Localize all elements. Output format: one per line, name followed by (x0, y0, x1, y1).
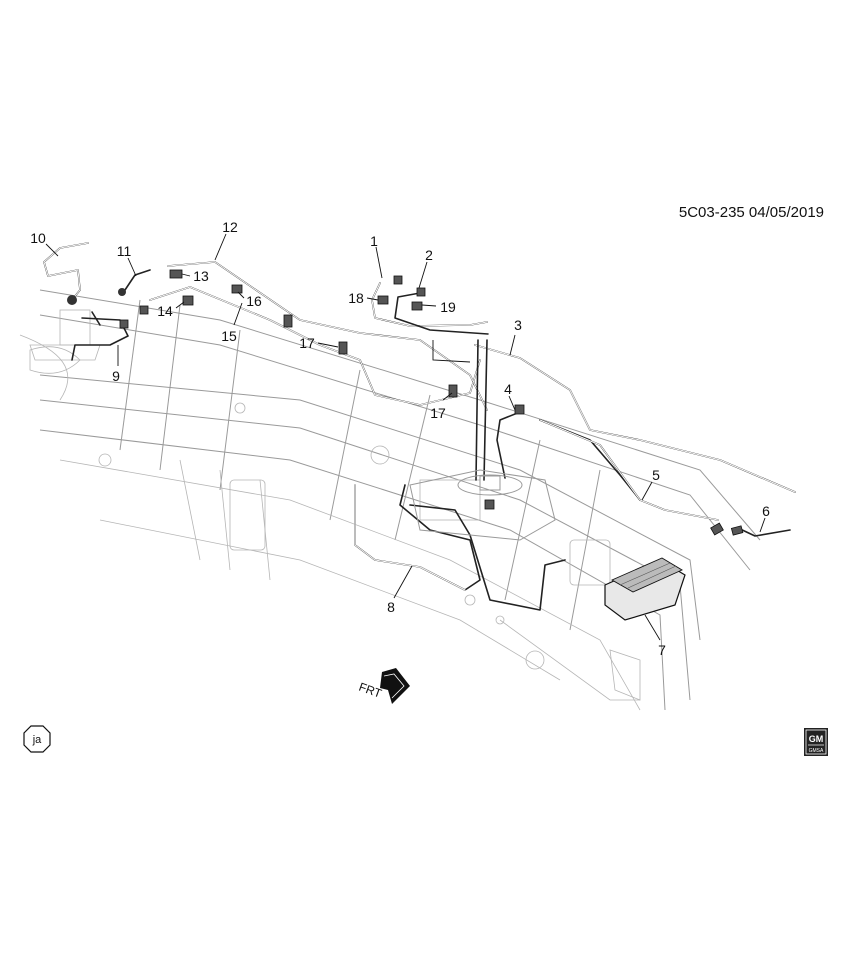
language-badge: ja (23, 725, 51, 753)
callout-14: 14 (157, 301, 185, 319)
callout-7: 7 (644, 614, 666, 658)
svg-text:4: 4 (504, 381, 512, 397)
hose-10 (43, 242, 89, 305)
svg-text:15: 15 (221, 328, 237, 344)
callout-5: 5 (641, 467, 660, 501)
callout-3: 3 (509, 317, 522, 356)
callout-9: 9 (112, 345, 120, 384)
line-12 (167, 261, 488, 411)
callout-4: 4 (504, 381, 516, 411)
svg-text:3: 3 (514, 317, 522, 333)
svg-text:19: 19 (440, 299, 456, 315)
line-5 (539, 419, 719, 521)
fuel-tank (409, 469, 556, 541)
callout-17a: 17 (299, 335, 339, 351)
line-vertical (432, 339, 488, 481)
front-direction-indicator: FRT (357, 668, 410, 704)
callouts: 1 2 3 4 5 6 7 8 (30, 219, 770, 658)
svg-text:11: 11 (117, 243, 132, 259)
line-3 (474, 344, 796, 493)
svg-text:8: 8 (387, 599, 395, 615)
callout-8: 8 (387, 565, 413, 615)
callout-12: 12 (214, 219, 238, 261)
line-1 (371, 282, 488, 327)
line-15 (149, 286, 481, 406)
chassis-frame (19, 289, 761, 711)
callout-17b: 17 (430, 392, 453, 421)
callout-16: 16 (237, 291, 262, 309)
line-8 (354, 484, 566, 611)
callout-15: 15 (221, 302, 243, 344)
svg-text:18: 18 (348, 290, 364, 306)
svg-text:9: 9 (112, 368, 120, 384)
svg-text:13: 13 (193, 268, 209, 284)
svg-text:14: 14 (157, 303, 173, 319)
svg-text:12: 12 (222, 219, 238, 235)
gm-logo: GM GMSA (804, 728, 828, 756)
callout-10: 10 (30, 230, 59, 257)
svg-text:FRT: FRT (357, 680, 384, 701)
svg-text:6: 6 (762, 503, 770, 519)
svg-text:16: 16 (246, 293, 262, 309)
callout-13: 13 (181, 268, 209, 284)
svg-text:GMSA: GMSA (809, 748, 824, 754)
reference-label: 5C03-235 04/05/2019 (679, 204, 824, 221)
svg-text:7: 7 (658, 642, 666, 658)
callout-6: 6 (759, 503, 770, 533)
callout-2: 2 (418, 247, 433, 289)
svg-text:2: 2 (425, 247, 433, 263)
hose-4 (496, 411, 641, 501)
callout-18: 18 (348, 290, 379, 306)
svg-text:1: 1 (370, 233, 378, 249)
evap-canister (604, 557, 686, 621)
callout-19: 19 (421, 299, 456, 315)
svg-text:17: 17 (430, 405, 446, 421)
svg-text:17: 17 (299, 335, 315, 351)
front-arrow-icon (380, 668, 410, 704)
line-2 (394, 292, 489, 335)
svg-text:10: 10 (30, 230, 46, 246)
line-11 (118, 269, 151, 296)
svg-text:ja: ja (32, 734, 42, 746)
callout-1: 1 (370, 233, 383, 279)
svg-text:GM: GM (809, 734, 824, 744)
callout-11: 11 (117, 243, 137, 277)
svg-text:5: 5 (652, 467, 660, 483)
line-6 (710, 522, 791, 537)
hose-9 (71, 311, 129, 361)
